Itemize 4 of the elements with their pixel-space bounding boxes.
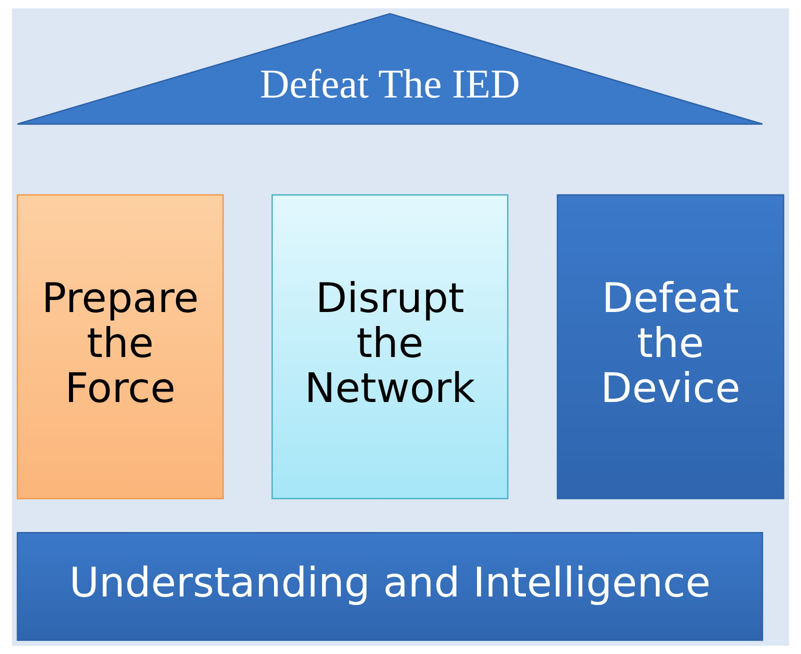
node-box: Defeat the Device (556, 194, 784, 500)
node-box: Disrupt the Network (271, 194, 508, 500)
node-box: Prepare the Force (16, 194, 224, 500)
node-box: Understanding and Intelligence (16, 532, 764, 641)
